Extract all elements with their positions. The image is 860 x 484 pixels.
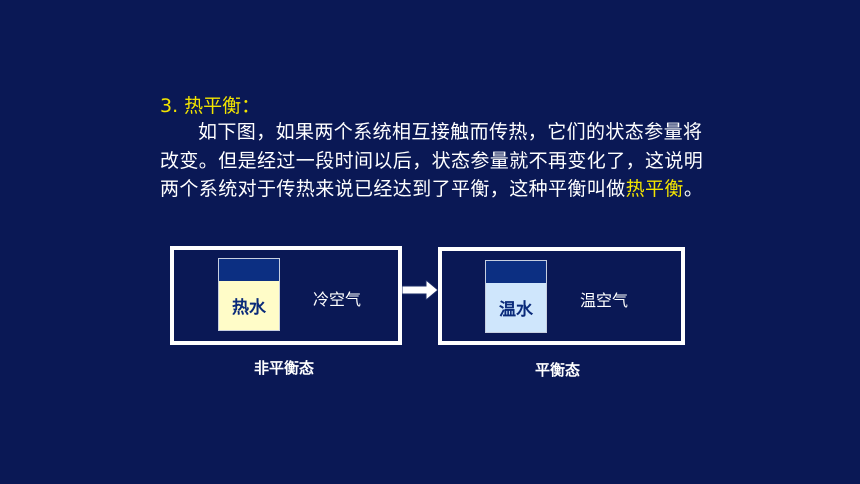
highlighted-term: 热平衡	[625, 178, 684, 200]
right-arrow-icon	[402, 280, 438, 300]
hot-water-beaker: 热水	[218, 258, 280, 331]
paragraph-text: 如下图，如果两个系统相互接触而传热，它们的状态参量将改变。但是经过一段时间以后，…	[160, 121, 704, 200]
warm-water-label: 温水	[486, 283, 546, 332]
body-paragraph: 如下图，如果两个系统相互接触而传热，它们的状态参量将改变。但是经过一段时间以后，…	[160, 118, 705, 204]
equilibrium-system-box: 温水 温空气	[438, 247, 685, 345]
equilibrium-caption: 平衡态	[535, 361, 581, 379]
warm-water-beaker: 温水	[485, 260, 547, 333]
paragraph-end: 。	[683, 178, 704, 200]
cold-air-label: 冷空气	[313, 290, 362, 309]
hot-water-label: 热水	[219, 281, 279, 330]
non-equilibrium-system-box: 热水 冷空气	[170, 246, 402, 345]
non-equilibrium-caption: 非平衡态	[254, 359, 315, 377]
section-heading: 3. 热平衡：	[160, 95, 261, 117]
warm-air-label: 温空气	[580, 291, 629, 310]
